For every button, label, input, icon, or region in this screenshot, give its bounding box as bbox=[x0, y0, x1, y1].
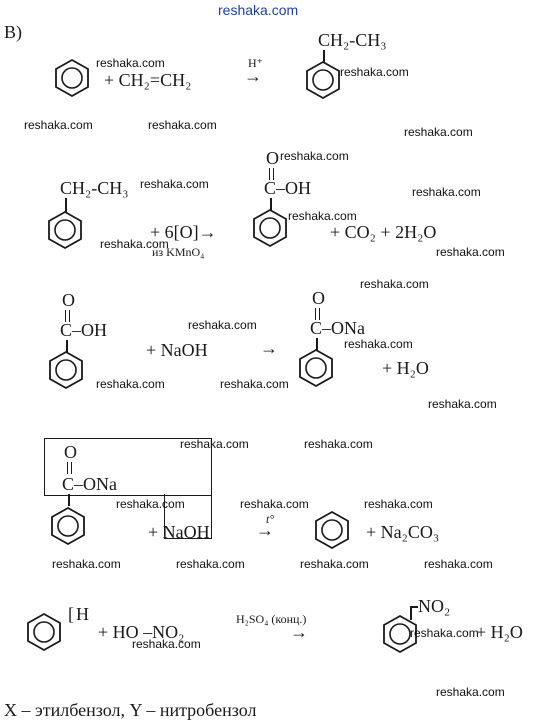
watermark-link[interactable]: reshaka.com bbox=[360, 277, 429, 291]
watermark-link[interactable]: reshaka.com bbox=[304, 437, 373, 451]
bond-line bbox=[412, 606, 418, 608]
watermark-link[interactable]: reshaka.com bbox=[96, 56, 165, 70]
benzene-ring-icon bbox=[27, 612, 61, 652]
byproducts: + CO₂ + 2H₂O bbox=[330, 222, 437, 242]
watermark-link[interactable]: reshaka.com bbox=[52, 557, 121, 571]
watermark-link[interactable]: reshaka.com bbox=[24, 118, 93, 132]
watermark-link[interactable]: reshaka.com bbox=[188, 318, 257, 332]
double-bond-line bbox=[71, 462, 73, 474]
oxidant-source: из KMnO₄ bbox=[152, 245, 205, 259]
bond-line bbox=[65, 198, 67, 212]
arrow-icon: → bbox=[256, 520, 274, 540]
carbonyl-oxygen: O bbox=[266, 148, 279, 168]
carbonyl-oxygen: O bbox=[312, 288, 325, 308]
bond-line bbox=[68, 494, 70, 506]
arrow-icon: → bbox=[290, 622, 308, 642]
watermark-link[interactable]: reshaka.com bbox=[100, 237, 169, 251]
benzene-ring-icon bbox=[55, 58, 89, 98]
answer-text: X – этилбензол, Y – нитробензол bbox=[4, 700, 257, 720]
water-product: + H₂O bbox=[382, 358, 429, 378]
bond-line bbox=[323, 50, 325, 62]
watermark-link[interactable]: reshaka.com bbox=[140, 177, 209, 191]
watermark-link[interactable]: reshaka.com bbox=[148, 118, 217, 132]
watermark-link[interactable]: reshaka.com bbox=[220, 377, 289, 391]
site-watermark-top[interactable]: reshaka.com bbox=[218, 2, 299, 18]
double-bond-line bbox=[67, 462, 69, 474]
salt-group: C–ONa bbox=[62, 474, 117, 494]
double-bond-line bbox=[319, 308, 321, 320]
catalyst-label: H⁺ bbox=[248, 56, 263, 70]
naoh-reagent: + NaOH bbox=[148, 522, 210, 542]
nitro-group: NO₂ bbox=[418, 596, 451, 616]
watermark-link[interactable]: reshaka.com bbox=[180, 437, 249, 451]
watermark-link[interactable]: reshaka.com bbox=[132, 637, 201, 651]
watermark-link[interactable]: reshaka.com bbox=[424, 557, 493, 571]
highlight-box bbox=[44, 438, 212, 496]
highlight-box-tab bbox=[164, 494, 212, 539]
double-bond-line bbox=[69, 310, 71, 322]
watermark-link[interactable]: reshaka.com bbox=[436, 685, 505, 699]
watermark-link[interactable]: reshaka.com bbox=[176, 557, 245, 571]
naoh-reagent: + NaOH bbox=[146, 340, 208, 360]
bond-line bbox=[270, 198, 272, 210]
watermark-link[interactable]: reshaka.com bbox=[288, 209, 357, 223]
carbonyl-oxygen: O bbox=[64, 442, 77, 462]
watermark-link[interactable]: reshaka.com bbox=[428, 397, 497, 411]
oxidant: + 6[O]→ bbox=[150, 222, 217, 242]
reactant-side-chain: CH₂-CH₃ bbox=[60, 178, 129, 198]
watermark-link[interactable]: reshaka.com bbox=[404, 125, 473, 139]
watermark-link[interactable]: reshaka.com bbox=[280, 149, 349, 163]
ethylene-reagent: + CH₂=CH₂ bbox=[104, 70, 192, 90]
arrow-icon: → bbox=[260, 338, 278, 358]
section-label: В) bbox=[4, 22, 22, 42]
benzene-ring-icon bbox=[299, 348, 333, 388]
acid-group: C–OH bbox=[60, 320, 108, 340]
benzene-ring-icon bbox=[253, 208, 287, 248]
watermark-link[interactable]: reshaka.com bbox=[364, 497, 433, 511]
hydrogen-atom: H bbox=[76, 604, 89, 624]
sodium-carbonate: + Na₂CO₃ bbox=[366, 522, 440, 542]
bracket-icon: [ bbox=[68, 604, 74, 624]
bond-line bbox=[316, 338, 318, 350]
bond-line bbox=[66, 340, 68, 352]
product-side-chain: CH₂-CH₃ bbox=[318, 30, 387, 50]
carbonyl-oxygen: O bbox=[62, 290, 75, 310]
benzene-ring-icon bbox=[49, 350, 83, 390]
watermark-link[interactable]: reshaka.com bbox=[96, 377, 165, 391]
benzene-ring-icon bbox=[315, 510, 349, 550]
double-bond-line bbox=[273, 168, 275, 180]
watermark-link[interactable]: reshaka.com bbox=[412, 185, 481, 199]
bond-line bbox=[410, 606, 412, 620]
watermark-link[interactable]: reshaka.com bbox=[340, 65, 409, 79]
watermark-link[interactable]: reshaka.com bbox=[344, 337, 413, 351]
watermark-link[interactable]: reshaka.com bbox=[410, 626, 479, 640]
benzene-ring-icon bbox=[306, 60, 340, 100]
benzene-ring-icon bbox=[383, 614, 417, 654]
catalyst-label: H₂SO₄ (конц.) bbox=[236, 612, 307, 626]
watermark-link[interactable]: reshaka.com bbox=[240, 497, 309, 511]
benzene-ring-icon bbox=[48, 210, 82, 250]
double-bond-line bbox=[269, 168, 271, 180]
double-bond-line bbox=[315, 308, 317, 320]
watermark-link[interactable]: reshaka.com bbox=[300, 557, 369, 571]
salt-group: C–ONa bbox=[310, 318, 365, 338]
double-bond-line bbox=[65, 310, 67, 322]
watermark-link[interactable]: reshaka.com bbox=[436, 245, 505, 259]
arrow-icon: → bbox=[244, 66, 262, 86]
watermark-link[interactable]: reshaka.com bbox=[116, 497, 185, 511]
nitric-acid-reagent: + HO –NO₂ bbox=[98, 622, 185, 642]
acid-group: C–OH bbox=[264, 178, 312, 198]
benzene-ring-icon bbox=[51, 506, 85, 546]
water-product: + H₂O bbox=[476, 622, 523, 642]
condition-label: t° bbox=[266, 512, 275, 526]
